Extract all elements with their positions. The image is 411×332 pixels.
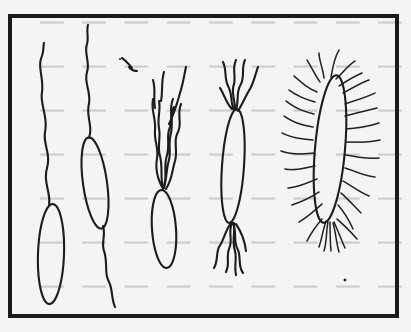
cell-2 xyxy=(77,25,115,307)
cell-3 xyxy=(122,58,186,269)
cell-5 xyxy=(281,50,380,252)
cell-1 xyxy=(36,43,65,304)
cell-4 xyxy=(214,60,258,275)
